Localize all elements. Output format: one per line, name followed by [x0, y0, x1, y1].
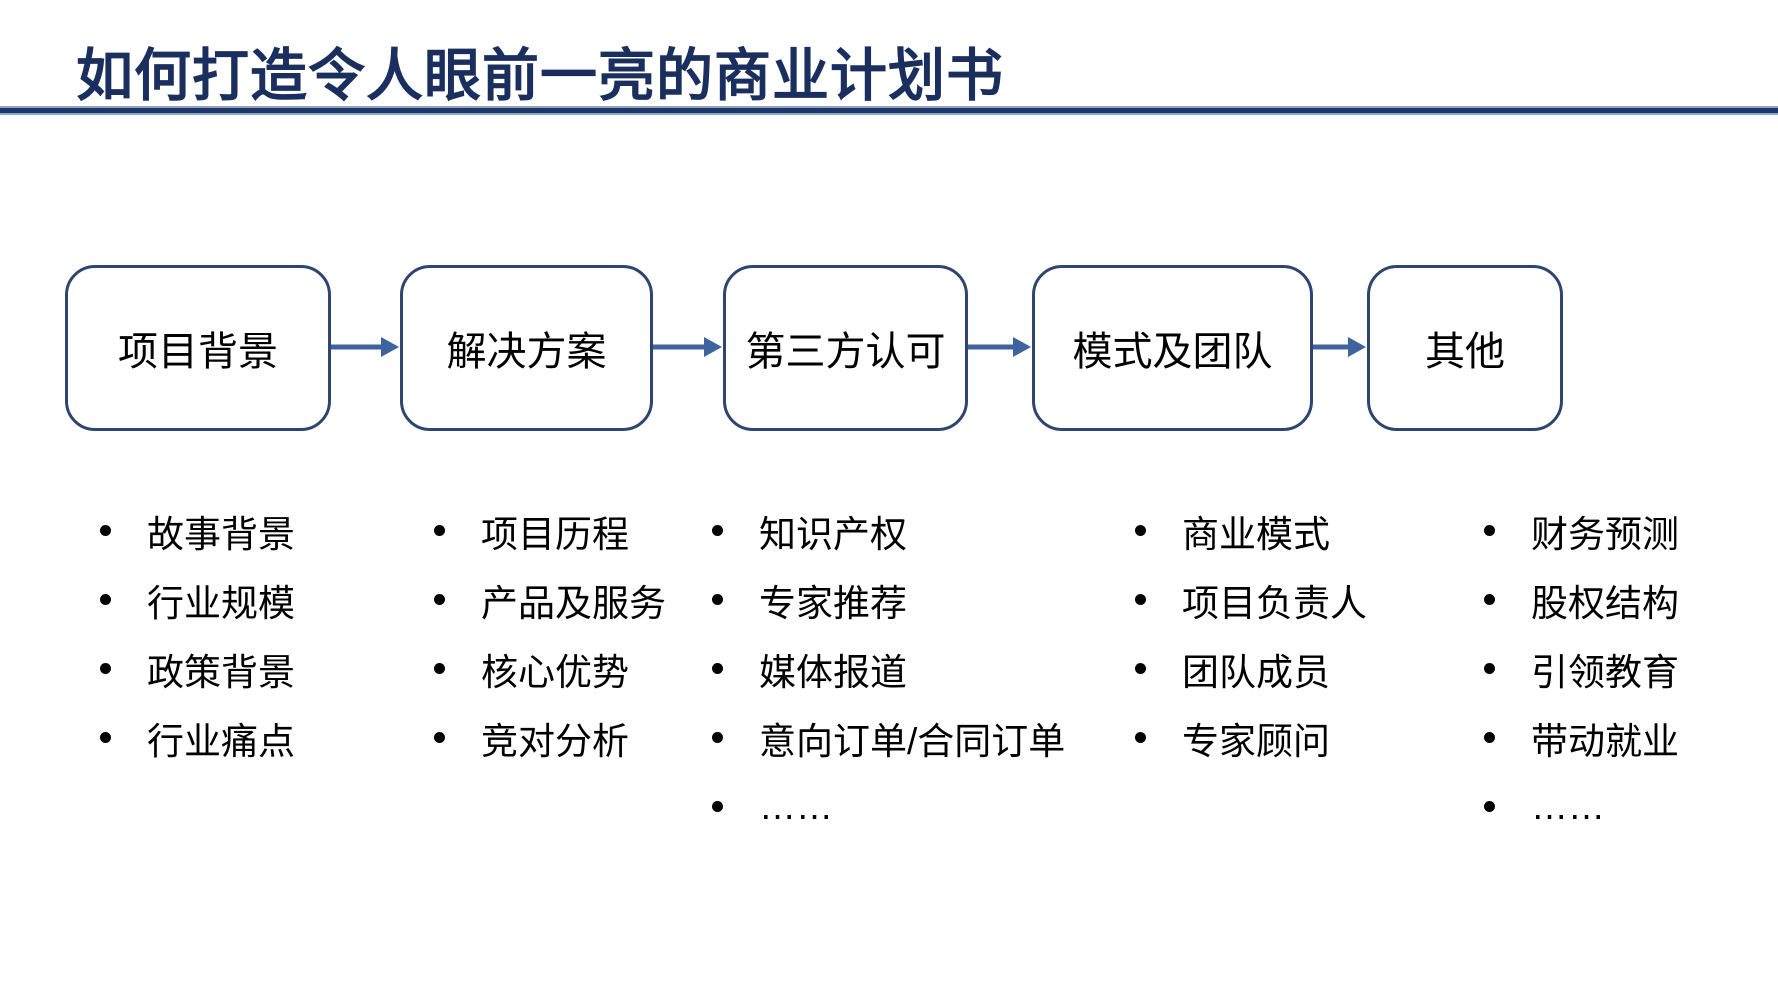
flow-step-label: 其他 — [1425, 330, 1505, 374]
bullet-text: 政策背景 — [147, 651, 295, 693]
bullet-text: 项目负责人 — [1182, 582, 1367, 624]
bullet-marker-icon — [1135, 663, 1146, 674]
bullet-marker-icon — [1484, 594, 1495, 605]
bullet-item: 项目负责人 — [1135, 565, 1367, 634]
bullet-marker-icon — [1484, 663, 1495, 674]
flow-step-box-3: 第三方认可 — [723, 265, 968, 431]
bullet-marker-icon — [434, 525, 445, 536]
bullet-item: 媒体报道 — [712, 634, 1065, 703]
bullet-item: 股权结构 — [1484, 565, 1679, 634]
bullet-item: 专家顾问 — [1135, 703, 1367, 772]
arrow-right-icon — [653, 337, 722, 357]
bullet-list-4: 商业模式项目负责人团队成员专家顾问 — [1135, 496, 1367, 772]
bullet-list-5: 财务预测股权结构引领教育带动就业 …… — [1484, 496, 1679, 841]
bullet-list-2: 项目历程产品及服务核心优势竞对分析 — [434, 496, 666, 772]
bullet-list-3: 知识产权专家推荐媒体报道意向订单/合同订单 …… — [712, 496, 1065, 841]
bullet-item: 产品及服务 — [434, 565, 666, 634]
bullet-item: 故事背景 — [100, 496, 295, 565]
bullet-item: 商业模式 — [1135, 496, 1367, 565]
bullet-marker-icon — [1484, 732, 1495, 743]
bullet-text: 财务预测 — [1531, 513, 1679, 555]
bullet-marker-icon — [434, 732, 445, 743]
bullet-item: 团队成员 — [1135, 634, 1367, 703]
bullet-marker-icon — [100, 732, 111, 743]
bullet-item: …… — [1484, 772, 1679, 841]
bullet-text: …… — [759, 785, 833, 827]
bullet-item: 知识产权 — [712, 496, 1065, 565]
arrow-right-icon — [1313, 337, 1366, 357]
bullet-text: 引领教育 — [1531, 651, 1679, 693]
bullet-text: 媒体报道 — [759, 651, 907, 693]
bullet-text: 产品及服务 — [481, 582, 666, 624]
bullet-item: 核心优势 — [434, 634, 666, 703]
bullet-marker-icon — [434, 663, 445, 674]
flow-step-label: 解决方案 — [446, 330, 607, 374]
bullet-item: 财务预测 — [1484, 496, 1679, 565]
bullet-marker-icon — [100, 594, 111, 605]
bullet-marker-icon — [712, 525, 723, 536]
bullet-item: 引领教育 — [1484, 634, 1679, 703]
bullet-text: …… — [1531, 785, 1605, 827]
bullet-text: 带动就业 — [1531, 720, 1679, 762]
bullet-text: 专家推荐 — [759, 582, 907, 624]
bullet-item: 专家推荐 — [712, 565, 1065, 634]
bullet-marker-icon — [1135, 732, 1146, 743]
arrow-right-icon — [331, 337, 399, 357]
bullet-item: 竞对分析 — [434, 703, 666, 772]
bullet-marker-icon — [1135, 594, 1146, 605]
flow-step-box-1: 项目背景 — [65, 265, 331, 431]
bullet-text: 团队成员 — [1182, 651, 1330, 693]
bullet-item: 带动就业 — [1484, 703, 1679, 772]
bullet-list-1: 故事背景行业规模政策背景行业痛点 — [100, 496, 295, 772]
bullet-item: 政策背景 — [100, 634, 295, 703]
bullet-item: 行业规模 — [100, 565, 295, 634]
arrow-right-icon — [968, 337, 1031, 357]
bullet-marker-icon — [712, 732, 723, 743]
bullet-text: 行业规模 — [147, 582, 295, 624]
bullet-marker-icon — [712, 801, 723, 812]
bullet-marker-icon — [712, 663, 723, 674]
bullet-marker-icon — [100, 663, 111, 674]
bullet-marker-icon — [434, 594, 445, 605]
bullet-item: …… — [712, 772, 1065, 841]
flow-step-label: 项目背景 — [118, 330, 278, 374]
bullet-text: 专家顾问 — [1182, 720, 1330, 762]
flow-step-label: 模式及团队 — [1072, 330, 1273, 374]
bullet-text: 行业痛点 — [147, 720, 295, 762]
bullet-text: 商业模式 — [1182, 513, 1330, 555]
bullet-item: 意向订单/合同订单 — [712, 703, 1065, 772]
bullet-text: 故事背景 — [147, 513, 295, 555]
bullet-item: 行业痛点 — [100, 703, 295, 772]
bullet-marker-icon — [1484, 801, 1495, 812]
bullet-text: 核心优势 — [481, 651, 629, 693]
bullet-marker-icon — [1484, 525, 1495, 536]
bullet-text: 项目历程 — [481, 513, 629, 555]
slide-title: 如何打造令人眼前一亮的商业计划书 — [76, 44, 1004, 108]
flow-step-box-5: 其他 — [1367, 265, 1563, 431]
bullet-text: 股权结构 — [1531, 582, 1679, 624]
flow-step-box-4: 模式及团队 — [1032, 265, 1313, 431]
flow-step-label: 第三方认可 — [745, 330, 946, 374]
bullet-text: 意向订单/合同订单 — [759, 720, 1066, 762]
bullet-item: 项目历程 — [434, 496, 666, 565]
bullet-text: 竞对分析 — [481, 720, 629, 762]
flow-step-box-2: 解决方案 — [400, 265, 653, 431]
bullet-text: 知识产权 — [759, 513, 907, 555]
bullet-marker-icon — [100, 525, 111, 536]
title-divider — [0, 106, 1778, 115]
bullet-marker-icon — [1135, 525, 1146, 536]
bullet-marker-icon — [712, 594, 723, 605]
